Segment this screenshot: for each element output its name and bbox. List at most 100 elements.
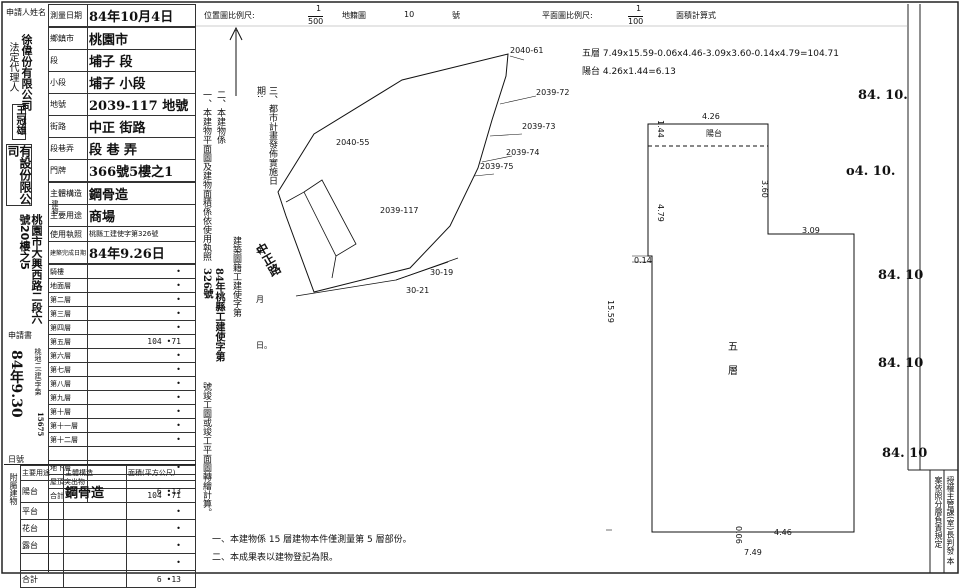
floor-name: 第五層 (48, 334, 88, 349)
floor-name: 第四層 (48, 320, 88, 335)
register-row-label: 段 (48, 49, 88, 72)
position-scale-den: 500 (308, 16, 324, 26)
position-scale-num: 1 (316, 4, 322, 13)
parcel-label-2040-61: 2040-61 (510, 46, 544, 55)
floor-row: 第十一層• (48, 418, 196, 433)
map-suffix: 號 (452, 11, 460, 20)
annex-use: 花台 (20, 519, 64, 537)
register-row-label: 地號 (48, 93, 88, 116)
register-row: 段埔子 段 (48, 49, 196, 72)
parcel-label-2039-74: 2039-74 (506, 148, 540, 157)
site-plan (229, 26, 537, 297)
dim-15-59: 15.59 (606, 300, 615, 323)
register-row-value: 桃園市 (87, 27, 196, 50)
floor-label-2: 層 (728, 366, 738, 377)
floor-name: 第二層 (48, 292, 88, 307)
floor-row: 第十層• (48, 404, 196, 419)
annex-structure (63, 519, 127, 537)
footer-line-1: 一、本建物係 15 層建物本件僅測量第 5 層部份。 (212, 535, 412, 545)
floor-area: • (87, 404, 196, 419)
note-1: 一、本建物平面圖及建物面積係依使用執照 (201, 90, 211, 261)
dim-1-44: 1.44 (656, 120, 665, 138)
balcony-label: 陽台 (706, 129, 722, 138)
agent-stamp: 王冠雄 (12, 104, 26, 140)
floor-name: 第十二層 (48, 432, 88, 447)
formula-balcony: 陽台 4.26x1.44=6.13 (582, 67, 676, 77)
applicant-name: 徐偉份有限公司 (20, 34, 33, 111)
right-date-4: 84. 10 (878, 356, 924, 371)
floor-row: 第六層• (48, 348, 196, 363)
parcel-label-30-21: 30-21 (406, 286, 430, 295)
floor-area: • (87, 418, 196, 433)
floor-row (48, 446, 196, 461)
note-3: 三、都市計畫發佈實施日期: (255, 86, 277, 185)
floor-name: 地面層 (48, 278, 88, 293)
license-label: 使用執照 (48, 226, 88, 242)
right-date-3: 84. 10 (878, 268, 924, 283)
floor-name: 第九層 (48, 390, 88, 405)
survey-date: 84年10月4日 (87, 4, 196, 27)
annex-area: • (126, 519, 196, 537)
parcel-2039-117 (277, 53, 509, 293)
annex-area: • (126, 502, 196, 520)
map-label: 地籍圖 (342, 11, 366, 20)
parcel-label-2039-73: 2039-73 (522, 122, 556, 131)
survey-date-label: 測量日期 (48, 4, 88, 27)
floor-row: 第三層• (48, 306, 196, 321)
footer-line-2: 二、本成果表以建物登記為限。 (212, 553, 339, 563)
floor-row: 騎樓• (48, 264, 196, 279)
floor-plan (606, 123, 855, 533)
register-row: 小段埔子 小段 (48, 71, 196, 94)
company-stamp: 有設份限公司 (6, 144, 32, 206)
note-1c: 84年桃縣工建使字第326號 (201, 268, 224, 362)
annex-side-label: 附屬建物 (9, 473, 18, 505)
area-formula-label: 面積計算式 (676, 11, 716, 20)
annex-use: 合計 (20, 570, 64, 588)
application-extra: 15675 (36, 412, 45, 437)
annex-row: • (20, 553, 196, 571)
register-row-label: 門牌 (48, 159, 88, 182)
floor-row: 第八層• (48, 376, 196, 391)
floor-name (48, 446, 88, 461)
floor-name: 第六層 (48, 348, 88, 363)
application-no: 桃地二(建)字第 (34, 348, 42, 396)
note-2: 二、本建物係 (215, 90, 225, 144)
floor-name: 第八層 (48, 376, 88, 391)
floor-area: • (87, 264, 196, 279)
floor-row: 第七層• (48, 362, 196, 377)
annex-row: 花台 • (20, 519, 196, 537)
floor-name: 第十層 (48, 404, 88, 419)
dim-0-06: 0.06 (734, 526, 743, 544)
floor-name: 騎樓 (48, 264, 88, 279)
floor-name: 第七層 (48, 362, 88, 377)
applicant-column: 申請人姓名 徐偉份有限公司 法定代理人 王冠雄 有設份限公司 桃園市大興西路二段… (4, 4, 49, 572)
dim-4-46: 4.46 (774, 528, 792, 537)
register-row: 鄉鎮市桃園市 (48, 27, 196, 50)
annex-use (20, 553, 64, 571)
floor-area (87, 446, 196, 461)
application-label: 申請書 (8, 331, 32, 340)
floor-name: 第十一層 (48, 418, 88, 433)
build-date-label: 建築完成日期 (48, 241, 88, 264)
note-tail: 號竣工圖或竣工平面圖轉繪計算。 (201, 382, 211, 517)
note-1b: 建築圖籍工建使字第 (231, 236, 241, 317)
floor-label: 五 (728, 342, 738, 353)
annex-use: 陽台 (20, 480, 64, 503)
floor-area: • (87, 292, 196, 307)
annex-use: 平台 (20, 502, 64, 520)
build-date-value: 84年9.26日 (87, 241, 196, 264)
floor-row: 第二層• (48, 292, 196, 307)
dim-4-79: 4.79 (656, 204, 665, 222)
note-year: 年 (256, 247, 264, 256)
position-scale-label: 位置圖比例尺: (204, 11, 255, 20)
register-row-label: 小段 (48, 71, 88, 94)
applicant-label: 申請人姓名 (6, 8, 46, 17)
dim-0-14: 0.14 (634, 256, 652, 265)
floor-area: • (87, 376, 196, 391)
floor-area: • (87, 306, 196, 321)
register-row-value: 2039-117 地號 (87, 93, 196, 116)
floor-area: • (87, 390, 196, 405)
